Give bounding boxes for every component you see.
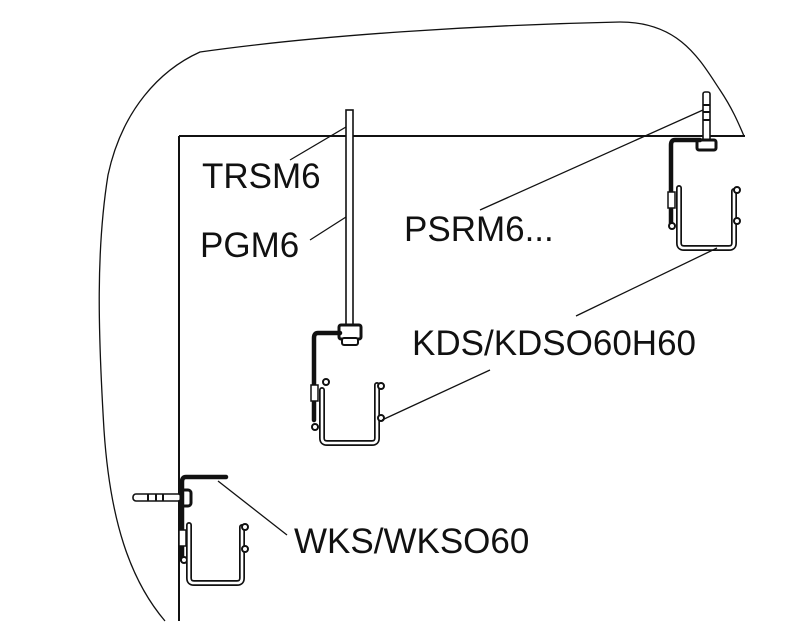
ceiling-bracket-arm [668,137,703,228]
room-outline [98,21,745,622]
leader-kds-lower [381,369,491,421]
kds-bracket-arm [311,330,343,423]
wks-bracket-arm [179,474,229,563]
threaded-rod [345,109,354,336]
leader-pgm6 [309,216,347,241]
rod-nut-lower [341,337,359,346]
label-psrm6: PSRM6... [404,210,554,249]
wks-basket [186,522,245,586]
leader-kds-upper [575,247,718,317]
ceiling-anchor [702,91,711,145]
leader-wks [217,480,288,536]
leader-trsm6 [289,126,347,161]
kds-bracket-clip [310,384,319,402]
wall-bracket-assembly [132,474,249,586]
rod-nut [337,323,363,341]
label-pgm6: PGM6 [200,226,299,265]
label-trsm6: TRSM6 [202,157,321,196]
leader-psrm6 [479,109,704,211]
ceiling-anchor-assembly [667,91,741,251]
suspension-rod-assembly [310,109,385,446]
label-wks: WKS/WKSO60 [294,522,529,561]
kds-basket [319,382,380,446]
ceiling-basket [676,185,737,251]
label-kds: KDS/KDSO60H60 [412,324,696,363]
anchor-nut [695,138,718,152]
